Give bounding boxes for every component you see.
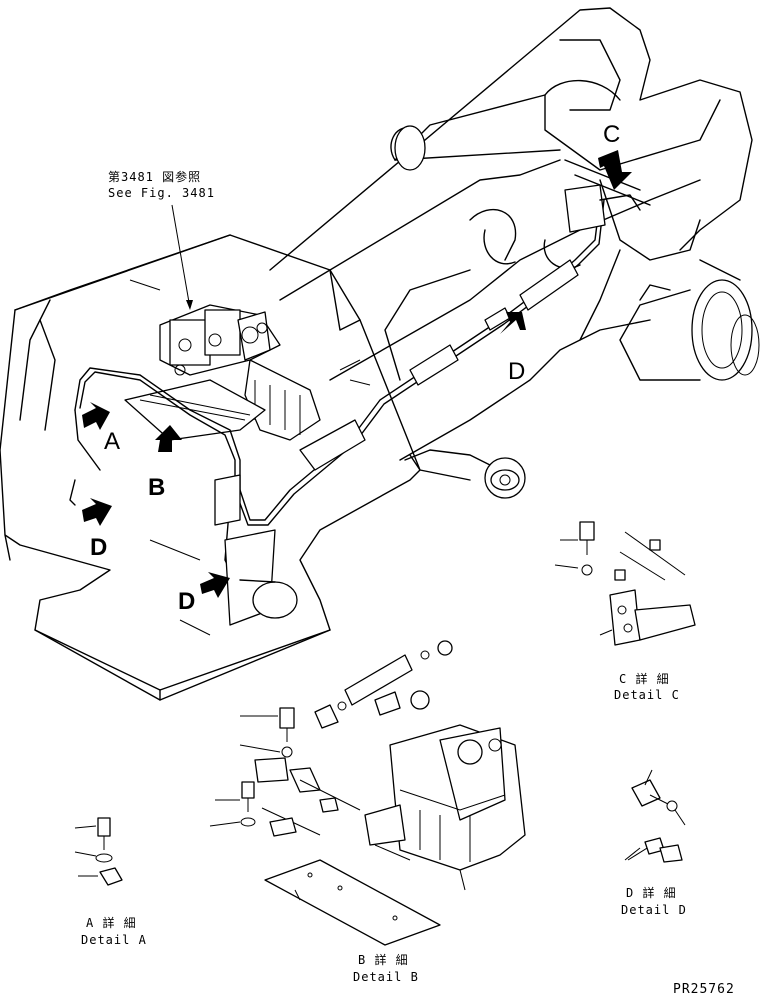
view-letter-d-rear: D: [508, 358, 526, 385]
detail-c-label-en: Detail C: [614, 688, 680, 702]
c-bracket: [564, 159, 651, 233]
detail-a-parts: [95, 817, 123, 886]
detail-d-label-en: Detail D: [621, 903, 687, 917]
detail-d-parts: [627, 779, 683, 863]
detail-a-label-en: Detail A: [81, 933, 147, 947]
view-letter-d-bottom: D: [178, 588, 196, 615]
arrow-a: [82, 402, 110, 430]
reference-label-jp: 第3481 図参照: [108, 170, 202, 184]
leader-lines: [74, 539, 686, 901]
detail-b-label-jp: B 詳 細: [358, 953, 409, 967]
detail-a-label-jp: A 詳 細: [86, 916, 137, 930]
arrow-d-rear: [500, 312, 526, 334]
view-letter-c: C: [603, 121, 621, 148]
piping: [69, 199, 605, 626]
reference-leader: [171, 204, 191, 309]
detail-b-parts: [240, 640, 526, 946]
view-letter-d-left: D: [90, 534, 108, 561]
arrow-d-bottom: [200, 572, 230, 598]
arrow-c: [598, 150, 632, 190]
view-arrows: [82, 150, 632, 598]
main-frame: [269, 7, 760, 499]
arrow-b: [155, 425, 182, 452]
drawing-number: PR25762: [673, 982, 735, 997]
detail-d-label-jp: D 詳 細: [626, 886, 677, 900]
reference-label-en: See Fig. 3481: [108, 186, 215, 200]
front-body: [0, 234, 421, 701]
detail-b-label-en: Detail B: [353, 970, 419, 984]
view-letter-a: A: [104, 428, 121, 455]
valve-assembly: [124, 304, 321, 441]
view-letter-b: B: [148, 474, 166, 501]
detail-c-parts: [579, 521, 696, 646]
detail-c-label-jp: C 詳 細: [619, 672, 670, 686]
arrow-d-left: [82, 498, 112, 526]
